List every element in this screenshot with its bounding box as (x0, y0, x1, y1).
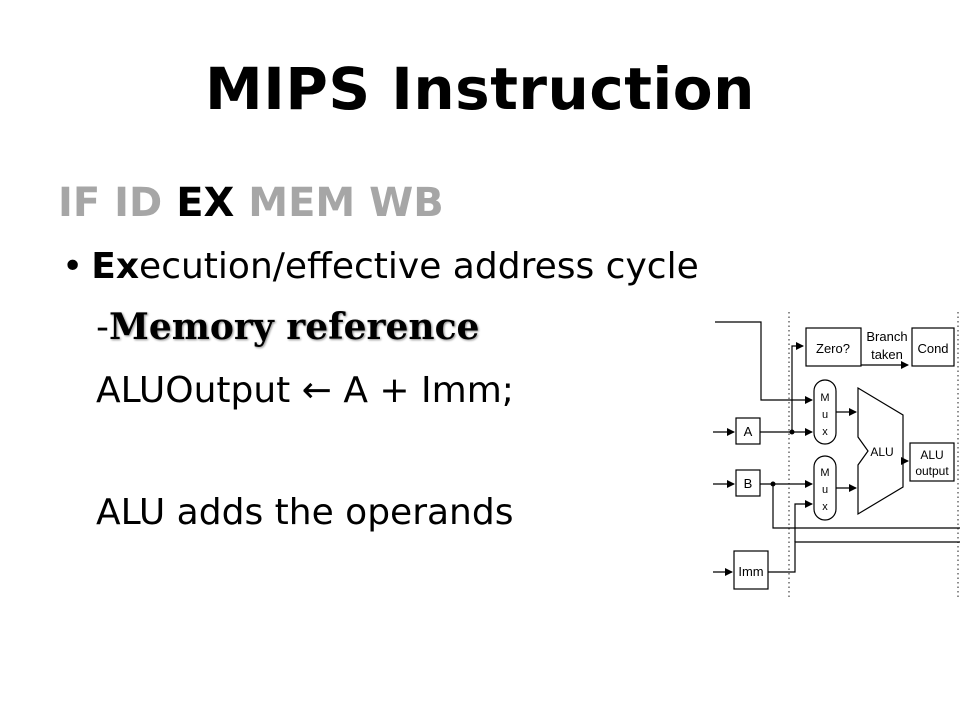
junction-a (789, 429, 795, 435)
register-a-label: A (744, 424, 753, 439)
register-b (735, 469, 761, 497)
wire-imm-out (768, 541, 960, 573)
mux-bottom-letter-x: x (822, 501, 828, 513)
zero-box (805, 327, 862, 367)
wire-imm-to-mux (794, 500, 813, 542)
zero-label: Zero? (816, 341, 850, 356)
mux-bottom-letter-m: M (820, 467, 829, 479)
stage-mem: MEM (248, 180, 356, 226)
ex-stage-datapath-diagram: Zero? Branch taken Cond A B Imm M u x M … (713, 312, 960, 600)
bullet-marker: • (62, 246, 84, 287)
mux-top-letter-m: M (820, 392, 829, 404)
alu-output-label-1: ALU (920, 448, 943, 462)
register-imm (733, 550, 769, 590)
stage-if: IF (58, 180, 101, 226)
stage-id: ID (114, 180, 163, 226)
alu-equation: ALUOutput ← A + Imm; (96, 370, 514, 411)
pipeline-stages: IF ID EX MEM WB (58, 180, 444, 226)
register-a (735, 417, 761, 445)
taken-label: taken (871, 347, 903, 362)
alu-output-label-2: output (915, 464, 949, 478)
slide-title: MIPS Instruction (205, 55, 755, 123)
cond-label: Cond (917, 341, 948, 356)
mux-top-letter-u: u (822, 409, 828, 421)
register-imm-label: Imm (738, 564, 763, 579)
cond-box (911, 327, 955, 367)
wire-top-input (715, 321, 813, 404)
alu-label: ALU (870, 445, 893, 459)
alu-output-register (909, 442, 955, 482)
wire-to-zero (791, 342, 804, 432)
subheading-text: Memory reference (109, 306, 480, 348)
subheading-dash: - (96, 307, 109, 348)
mux-bottom-letter-u: u (822, 484, 828, 496)
branch-label: Branch (866, 329, 907, 344)
bullet-execution-cycle: •Execution/effective address cycle (62, 246, 699, 287)
bullet-text: ecution/effective address cycle (139, 246, 699, 287)
wire-b-forward (772, 484, 960, 529)
alu-shape (857, 386, 904, 516)
bullet-emphasis: Ex (91, 246, 140, 287)
stage-wb: WB (369, 180, 444, 226)
memory-reference-heading: -Memory reference (96, 306, 479, 348)
mux-top-letter-x: x (822, 426, 828, 438)
alu-note: ALU adds the operands (96, 492, 514, 533)
stage-ex: EX (176, 180, 235, 226)
register-b-label: B (744, 476, 753, 491)
